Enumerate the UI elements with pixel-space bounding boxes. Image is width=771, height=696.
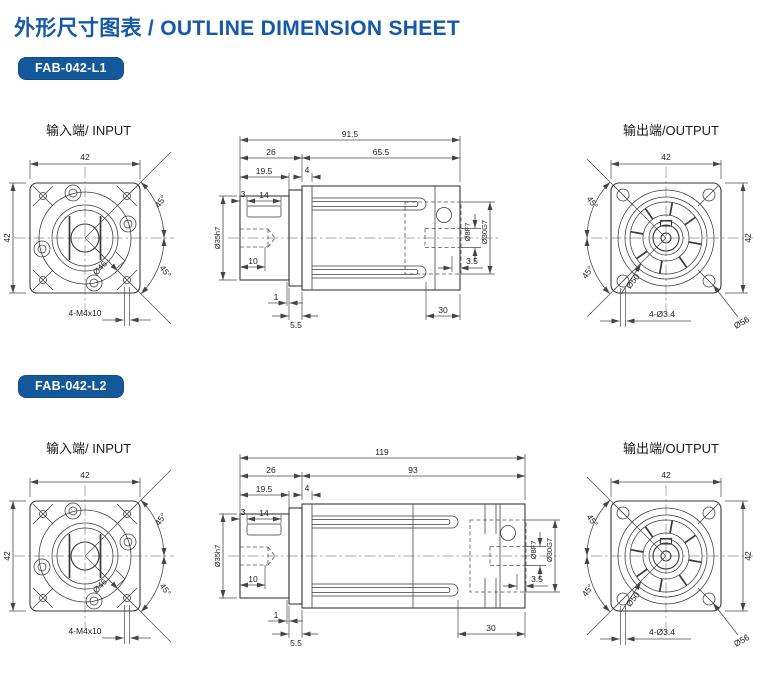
dim-plate-thickness: 5.5 <box>290 320 302 330</box>
dim-input-shaft-bore: Ø35h7 <box>213 227 222 250</box>
dim-input-height: 42 <box>2 233 12 243</box>
input-view-label: 输入端/ INPUT <box>46 123 132 138</box>
model-badge: FAB-042-L1 <box>18 57 124 80</box>
output-view-label: 输出端/OUTPUT <box>622 441 719 456</box>
output-flange-drawing: 42 42 45° 45° 4-Ø3.4 Ø56 Ø50 <box>580 152 753 331</box>
dim-angle-top: 45° <box>585 512 601 528</box>
dim-key-offset: 3 <box>241 189 246 199</box>
dim-output-height: 42 <box>743 551 753 561</box>
dim-input-width: 42 <box>80 470 90 480</box>
dim-angle-top: 45° <box>585 194 601 210</box>
drawing-row: 输入端/ INPUT 输出端/OUTPUT <box>0 438 771 668</box>
dim-key-length: 14 <box>259 190 269 200</box>
output-flange-drawing: 42 42 45° 45° 4-Ø3.4 Ø56 Ø50 <box>580 470 753 649</box>
dim-lip: 1 <box>274 610 279 620</box>
dim-recess-depth: 3.5 <box>466 256 478 266</box>
dim-thread-depth: 10 <box>248 574 258 584</box>
dim-body-diameter: Ø56 <box>732 632 751 649</box>
dim-angle-bottom: 45° <box>580 582 596 598</box>
dim-output-height: 42 <box>743 233 753 243</box>
dim-front-step: 4 <box>305 483 310 493</box>
dim-lip: 1 <box>274 292 279 302</box>
dim-input-shaft-bore: Ø35h7 <box>213 545 222 568</box>
input-flange-drawing: 42 42 Ø46 45° 45° 4-M4x10 <box>2 151 174 326</box>
side-section-drawing: 119 26 93 19.5 4 3 14 Ø35h7 <box>213 447 560 648</box>
dim-carrier-diameter: Ø50 <box>624 272 642 291</box>
input-flange-drawing: 42 42 Ø46 45° 45° 4-M4x10 <box>2 469 174 644</box>
dim-angle-bottom: 45° <box>580 264 596 280</box>
section-fab-042-l1: FAB-042-L1 输入端/ INPUT 输出端/OUTPUT <box>0 42 771 350</box>
dim-mount-screws: 4-M4x10 <box>68 626 101 636</box>
dim-body-diameter: Ø56 <box>732 314 751 331</box>
dim-input-height: 42 <box>2 551 12 561</box>
dim-front-length: 26 <box>266 147 276 157</box>
dim-flange-holes: 4-Ø3.4 <box>649 309 675 319</box>
dim-angle-top: 45° <box>153 193 169 209</box>
dim-body-length: 93 <box>408 465 418 475</box>
page-title: 外形尺寸图表 / OUTLINE DIMENSION SHEET <box>14 17 460 40</box>
dim-total-length: 119 <box>375 447 389 457</box>
dim-output-width: 42 <box>661 470 671 480</box>
dim-thread-depth: 10 <box>248 256 258 266</box>
dim-recess-depth: 3.5 <box>531 574 543 584</box>
dim-flange-holes: 4-Ø3.4 <box>649 627 675 637</box>
section-fab-042-l2: FAB-042-L2 输入端/ INPUT 输出端/OUTPUT <box>0 360 771 668</box>
dim-output-bore: Ø8F7 <box>529 541 538 560</box>
dim-front-length: 26 <box>266 465 276 475</box>
input-view-label: 输入端/ INPUT <box>46 441 132 456</box>
dim-angle-bottom: 45° <box>158 581 174 597</box>
side-section-drawing: 91.5 26 65.5 19.5 4 3 14 Ø35h7 <box>213 129 500 330</box>
dim-bolt-circle: Ø46 <box>91 576 109 595</box>
dim-plate-thickness: 5.5 <box>290 638 302 648</box>
dim-key-offset: 3 <box>241 507 246 517</box>
dim-bore-depth: 19.5 <box>256 166 273 176</box>
dim-pilot-bore: Ø30G7 <box>480 220 489 244</box>
dim-key-length: 14 <box>259 508 269 518</box>
dim-input-width: 42 <box>80 152 90 162</box>
dim-bolt-circle: Ø46 <box>91 258 109 277</box>
dim-carrier-diameter: Ø50 <box>624 590 642 609</box>
dim-output-bore: Ø8F7 <box>463 223 472 242</box>
dim-rear-length: 30 <box>486 623 496 633</box>
dim-total-length: 91.5 <box>342 129 359 139</box>
model-badge: FAB-042-L2 <box>18 375 124 398</box>
drawing-row: 输入端/ INPUT 输出端/OUTPUT <box>0 120 771 350</box>
dim-bore-depth: 19.5 <box>256 484 273 494</box>
dim-mount-screws: 4-M4x10 <box>68 308 101 318</box>
dim-pilot-bore: Ø30G7 <box>545 538 554 562</box>
dim-rear-length: 30 <box>438 305 448 315</box>
dim-front-step: 4 <box>305 165 310 175</box>
output-view-label: 输出端/OUTPUT <box>622 123 719 138</box>
dim-angle-bottom: 45° <box>158 263 174 279</box>
dim-body-length: 65.5 <box>373 147 390 157</box>
dim-angle-top: 45° <box>153 511 169 527</box>
dim-output-width: 42 <box>661 152 671 162</box>
